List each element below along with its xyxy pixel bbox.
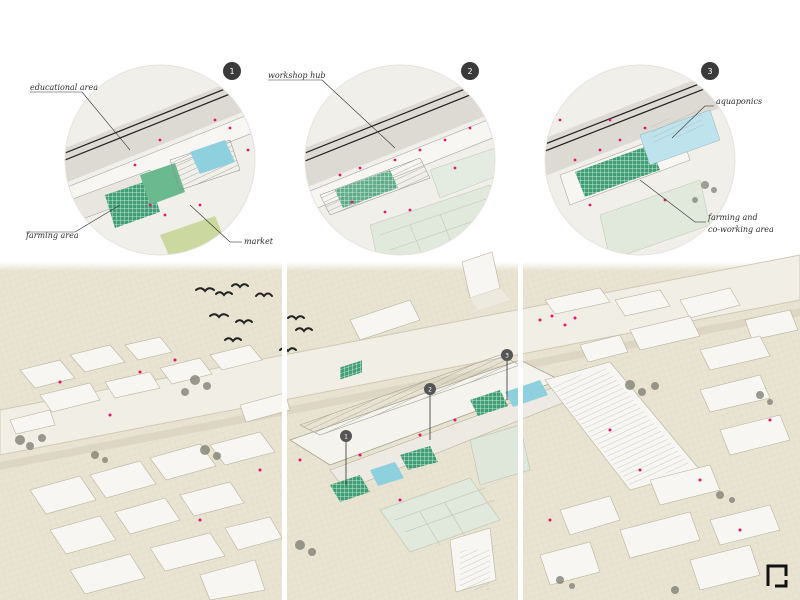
aerial-site-map: 1 2 3	[0, 251, 800, 600]
svg-text:3: 3	[505, 353, 509, 360]
bird-icon	[209, 313, 229, 319]
bird-icon	[231, 283, 249, 289]
trees	[15, 375, 773, 594]
panel-divider	[282, 262, 287, 600]
svg-text:3: 3	[707, 67, 712, 76]
detail-circle-3: 3 aquaponics farming and co-working area	[544, 62, 774, 256]
label-workshop-hub: workshop hub	[268, 71, 326, 80]
label-educational-area: educational area	[30, 83, 98, 92]
callout-number-badge	[223, 62, 241, 80]
map-marker-3: 3	[501, 349, 513, 400]
bird-icon	[287, 315, 305, 321]
svg-text:2: 2	[428, 387, 432, 394]
station-complex	[239, 251, 571, 593]
label-farming-and: farming and	[707, 213, 758, 222]
label-aquaponics: aquaponics	[716, 97, 762, 106]
svg-text:2: 2	[467, 67, 472, 76]
people-markers	[58, 314, 772, 532]
panel-divider	[518, 262, 523, 600]
svg-text:1: 1	[229, 67, 234, 76]
bird-icon	[215, 291, 233, 297]
detail-circle-1: 1 educational area farming area market	[25, 62, 274, 256]
bird-icon	[255, 292, 273, 298]
callout-number-badge	[461, 62, 479, 80]
map-marker-2: 2	[424, 383, 436, 440]
bird-icon	[295, 327, 313, 333]
detail-circle-2: 2 workshop hub	[268, 62, 496, 256]
main-road	[0, 254, 800, 456]
label-market: market	[244, 237, 274, 246]
bird-icon	[235, 319, 253, 325]
svg-text:1: 1	[344, 434, 348, 441]
left-neighbourhood	[9, 336, 283, 600]
logo-icon	[766, 564, 788, 588]
callout-number-badge	[701, 62, 719, 80]
map-marker-1: 1	[340, 430, 352, 485]
label-farming-area: farming area	[25, 231, 79, 240]
bird-icon	[195, 287, 215, 293]
label-co-working-area: co-working area	[708, 225, 774, 234]
bird-icon	[224, 337, 242, 343]
